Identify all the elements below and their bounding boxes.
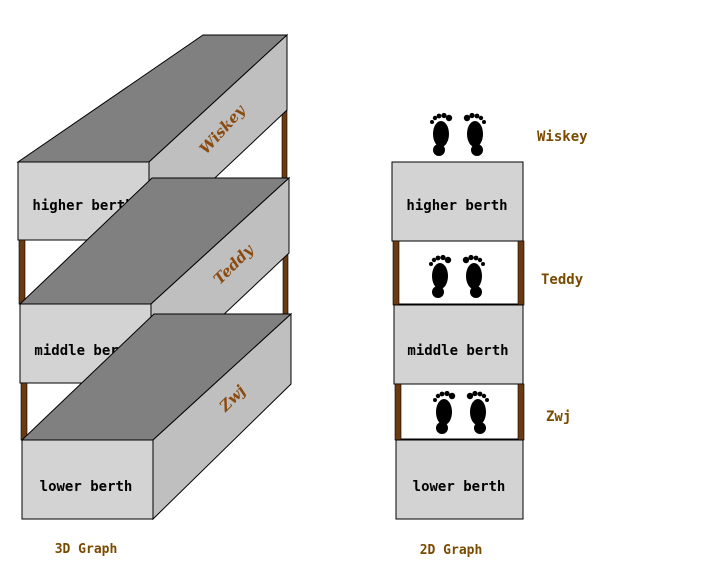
lower-berth-front-face [21,439,154,520]
occupant-wiskey-label: Wiskey [537,129,588,145]
post-back-upper [281,109,288,181]
footprints-icon [433,391,489,434]
graph-3d: higher berth Wiskey middle berth Teddy l… [16,33,293,557]
post-2d-right-upper [517,240,525,306]
occupant-zwj-label: Zwj [546,409,571,425]
post-front-left-upper [18,239,26,305]
post-front-left-lower [20,382,28,441]
post-2d-left-lower [394,383,402,441]
footprints-icon [430,113,486,156]
higher-berth-box [391,161,524,242]
higher-berth-label: higher berth [32,198,133,214]
middle-berth-label: middle berth [34,343,135,359]
graph-2d: Wiskey higher berth Teddy middle berth Z… [391,113,588,558]
post-2d-left-upper [392,240,400,306]
graph-3d-caption: 3D Graph [55,542,118,557]
higher-berth-label-2d: higher berth [406,198,507,214]
middle-berth-label-2d: middle berth [407,343,508,359]
occupant-teddy-label: Teddy [541,272,584,288]
lower-berth-label: lower berth [40,479,133,495]
post-2d-right-lower [517,383,525,441]
post-back-lower [282,252,289,316]
footprints-icon [429,255,485,298]
lower-berth-box [395,439,524,520]
middle-berth-box [393,304,524,385]
graph-2d-caption: 2D Graph [420,543,483,558]
lower-berth-label-2d: lower berth [413,479,506,495]
